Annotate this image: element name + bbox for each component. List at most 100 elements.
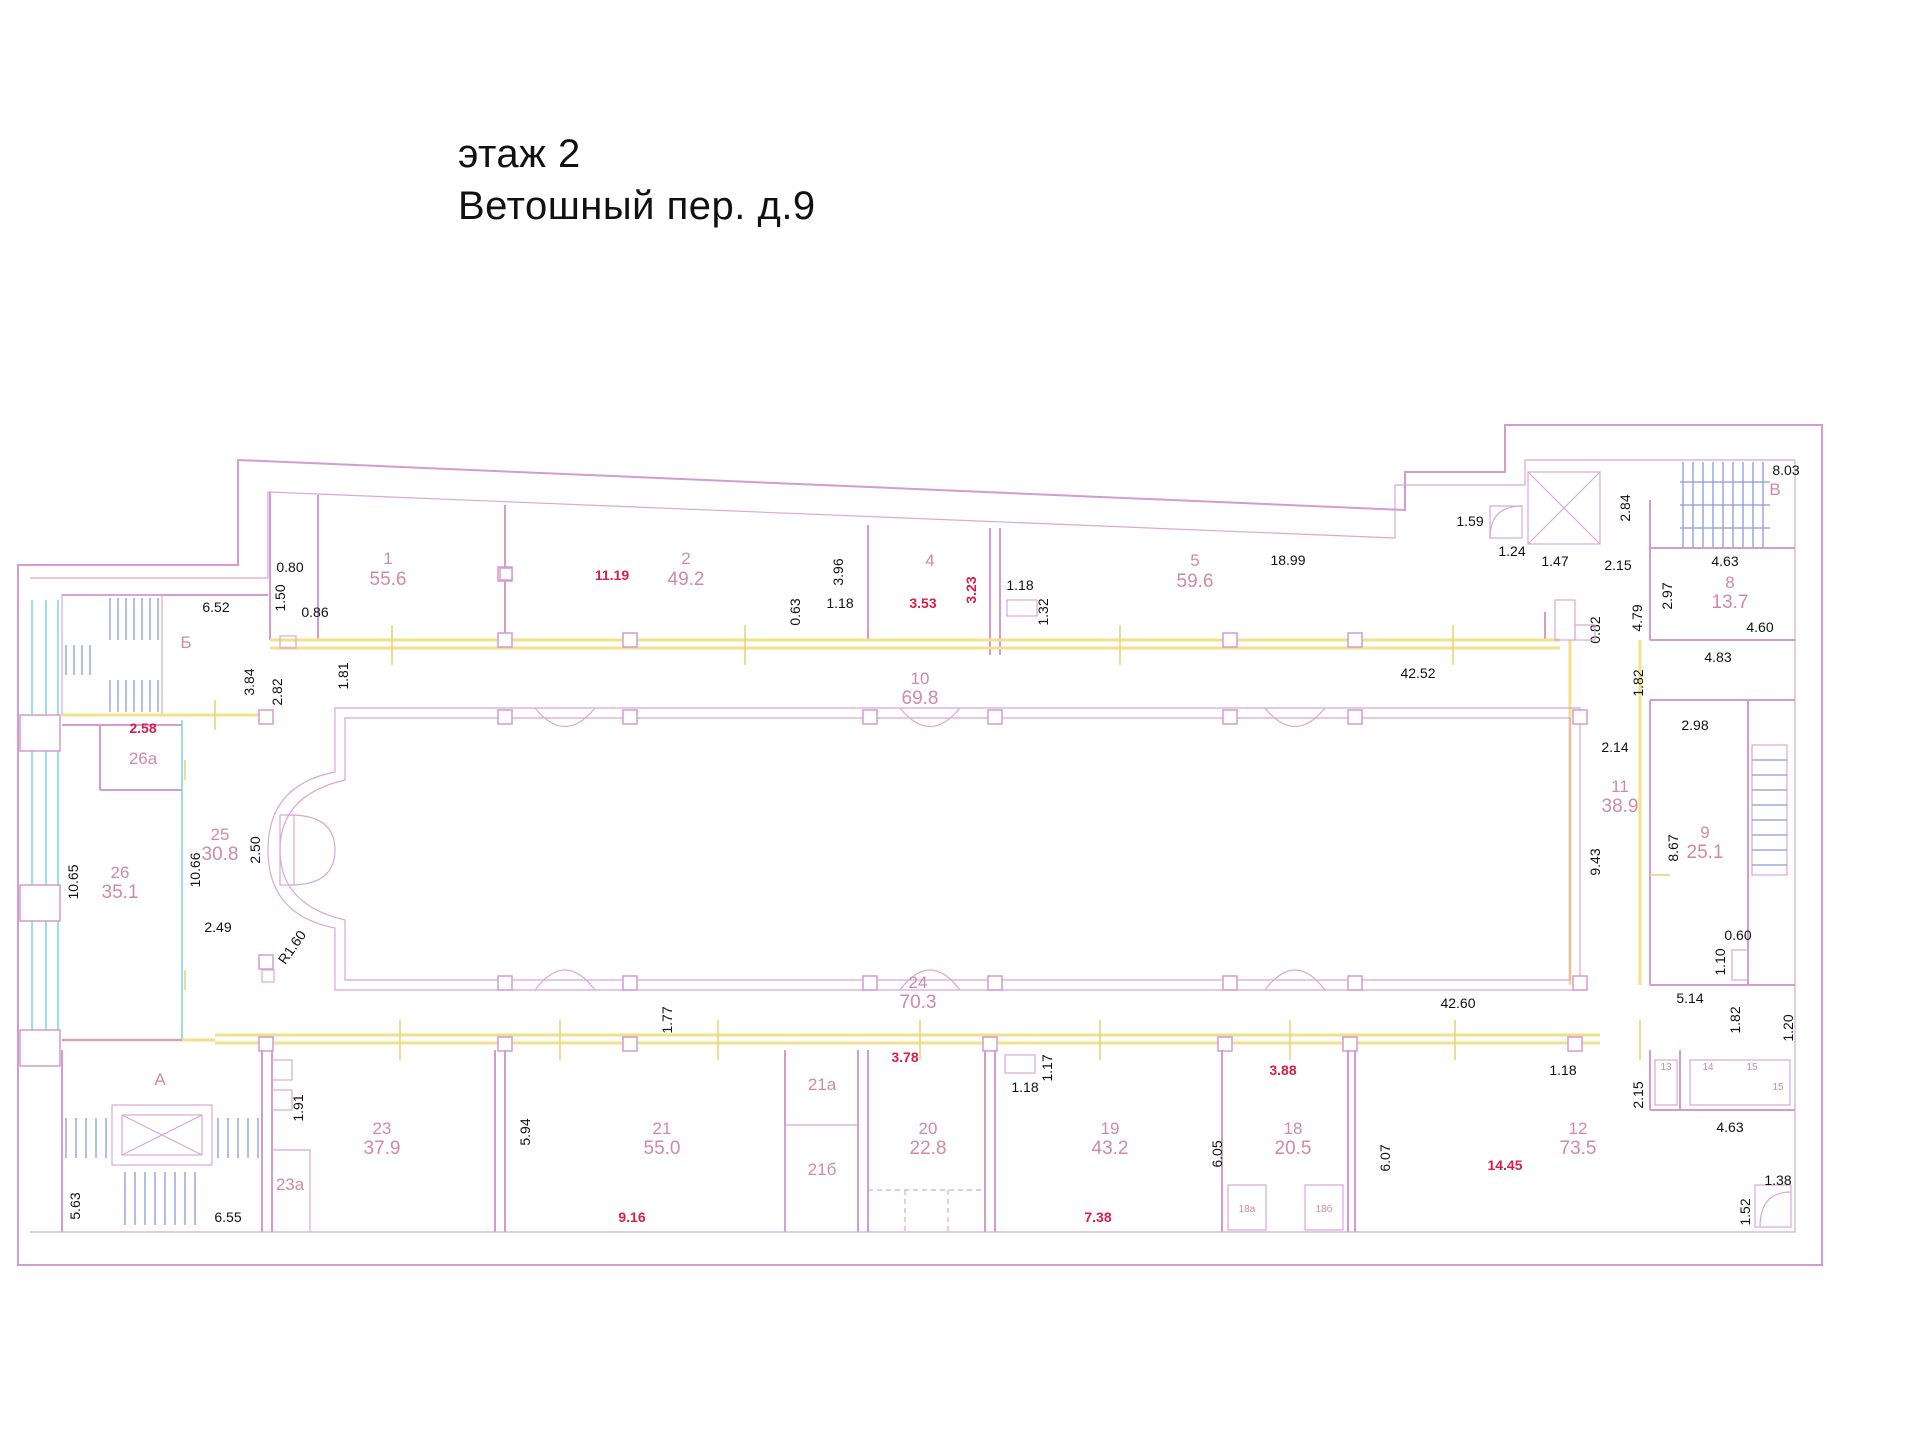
plan-title-block: этаж 2 Ветошный пер. д.9 <box>458 128 816 232</box>
dim-1-18-a: 1.18 <box>826 595 853 611</box>
room-18-number: 18 <box>1284 1119 1303 1138</box>
room-24-number: 24 <box>909 973 928 992</box>
label-stair-b: Б <box>180 633 191 652</box>
dim-18-99: 18.99 <box>1270 552 1305 568</box>
dim-1-24: 1.24 <box>1498 543 1525 559</box>
label-15a: 15 <box>1746 1062 1758 1073</box>
room-18-area: 20.5 <box>1275 1138 1312 1159</box>
dim-8-67: 8.67 <box>1665 834 1681 861</box>
dim-4-83: 4.83 <box>1704 649 1731 665</box>
label-15b: 15 <box>1772 1082 1784 1093</box>
room-8-area: 13.7 <box>1712 592 1749 613</box>
dim-3-53: 3.53 <box>909 595 936 611</box>
dim-1-50: 1.50 <box>272 584 288 611</box>
room-19-number: 19 <box>1101 1119 1120 1138</box>
dim-1-10: 1.10 <box>1712 948 1728 975</box>
room-8-number: 8 <box>1725 573 1734 592</box>
room-10-number: 10 <box>911 669 930 688</box>
dim-2-98: 2.98 <box>1681 717 1708 733</box>
dim-2-14: 2.14 <box>1601 739 1628 755</box>
room-20-area: 22.8 <box>910 1138 947 1159</box>
floor-label: этаж 2 <box>458 132 581 176</box>
dim-3-23: 3.23 <box>963 576 979 603</box>
dim-6-05: 6.05 <box>1209 1140 1225 1167</box>
left-rooms-walls <box>62 724 182 1041</box>
dim-7-38: 7.38 <box>1084 1209 1111 1225</box>
dim-5-14: 5.14 <box>1676 990 1703 1006</box>
dim-0-60: 0.60 <box>1724 927 1751 943</box>
room-26-number: 26 <box>111 863 130 882</box>
dim-1-52: 1.52 <box>1737 1198 1753 1225</box>
sub-labels: 26а 23а 21а 21б 18а 18б 13 14 15 15 А Б … <box>129 480 1784 1215</box>
outer-wall <box>17 424 1823 1266</box>
dim-r-1-60: R1.60 <box>275 927 310 967</box>
room-2-area: 49.2 <box>668 569 705 590</box>
corridor-top <box>270 638 1560 650</box>
dim-1-38: 1.38 <box>1764 1172 1791 1188</box>
dim-5-63: 5.63 <box>67 1192 83 1219</box>
room-23-area: 37.9 <box>364 1138 401 1159</box>
room-12-area: 73.5 <box>1560 1138 1597 1159</box>
label-14: 14 <box>1702 1062 1714 1073</box>
dim-4-63-a: 4.63 <box>1711 553 1738 569</box>
dim-0-80: 0.80 <box>276 559 303 575</box>
dim-2-84: 2.84 <box>1617 494 1633 521</box>
room-9-area: 25.1 <box>1687 842 1724 863</box>
stair-b <box>61 594 163 716</box>
label-18b: 18б <box>1316 1203 1333 1215</box>
corridor-bottom <box>62 1033 1600 1045</box>
room-23-number: 23 <box>373 1119 392 1138</box>
room-25-number: 25 <box>211 825 230 844</box>
room-21-number: 21 <box>653 1119 672 1138</box>
dim-14-45: 14.45 <box>1487 1157 1522 1173</box>
dim-1-91: 1.91 <box>290 1094 306 1121</box>
dim-1-59: 1.59 <box>1456 513 1483 529</box>
dim-8-03: 8.03 <box>1772 462 1799 478</box>
room-9-number: 9 <box>1700 823 1709 842</box>
dim-9-43: 9.43 <box>1587 848 1603 875</box>
room-11-area: 38.9 <box>1602 796 1639 817</box>
room-11-number: 11 <box>1611 777 1629 796</box>
dim-6-07: 6.07 <box>1377 1144 1393 1171</box>
room-labels: 1 55.6 2 49.2 4 5 59.6 8 13.7 9 25.1 10 … <box>102 549 1749 1159</box>
right-stair <box>1751 744 1788 876</box>
right-rooms-walls <box>1649 547 1795 986</box>
dim-1-18-d: 1.18 <box>1011 1079 1038 1095</box>
dim-3-84: 3.84 <box>241 668 257 695</box>
room-19-area: 43.2 <box>1092 1138 1129 1159</box>
dim-10-65: 10.65 <box>65 864 81 899</box>
central-hall <box>267 707 1581 991</box>
label-23a: 23а <box>276 1175 305 1194</box>
left-facade-windows <box>19 600 61 1067</box>
dim-0-86: 0.86 <box>301 604 328 620</box>
dim-2-58: 2.58 <box>129 720 156 736</box>
address-label: Ветошный пер. д.9 <box>458 184 816 228</box>
dim-1-47: 1.47 <box>1541 553 1568 569</box>
room-5-number: 5 <box>1190 551 1199 570</box>
dim-1-32: 1.32 <box>1035 598 1051 625</box>
dim-4-79: 4.79 <box>1629 604 1645 631</box>
dim-1-20: 1.20 <box>1780 1014 1796 1041</box>
dim-3-78: 3.78 <box>891 1049 918 1065</box>
dim-2-97: 2.97 <box>1659 582 1675 609</box>
dim-1-82-a: 1.82 <box>1630 669 1646 696</box>
dim-3-88: 3.88 <box>1269 1062 1296 1078</box>
label-21a: 21а <box>808 1075 837 1094</box>
dim-6-52: 6.52 <box>202 599 229 615</box>
fixtures <box>261 567 1596 983</box>
dim-1-77: 1.77 <box>659 1006 675 1033</box>
dim-1-17: 1.17 <box>1039 1054 1055 1081</box>
dim-6-55: 6.55 <box>214 1209 241 1225</box>
label-13: 13 <box>1660 1062 1672 1073</box>
room-12-number: 12 <box>1569 1119 1588 1138</box>
room-24-area: 70.3 <box>900 992 937 1013</box>
label-stair-v: В <box>1769 480 1780 499</box>
dim-1-18-b: 1.18 <box>1006 577 1033 593</box>
dim-4-63-b: 4.63 <box>1716 1119 1743 1135</box>
stair-v <box>1680 462 1770 548</box>
room-21-area: 55.0 <box>644 1138 681 1159</box>
dim-10-66: 10.66 <box>187 852 203 887</box>
dimensions: 0.80 1.50 0.86 6.52 3.84 2.82 1.81 3.96 … <box>65 462 1800 1226</box>
dim-5-94: 5.94 <box>517 1118 533 1145</box>
